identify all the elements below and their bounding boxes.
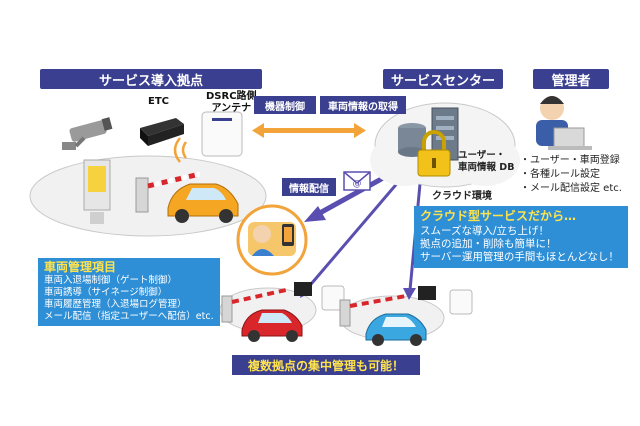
dsrc-antenna-icon-2: [321, 285, 345, 311]
vehicle-mgmt-line: 車両誘導（サイネージ制御）: [44, 287, 168, 298]
cloud-service-title: クラウド型サービスだから…: [420, 209, 577, 223]
cloud-env-label: クラウド環境: [432, 191, 492, 202]
cloud-service-callout: クラウド型サービスだから… スムーズな導入/立ち上げ！ 拠点の追加・削除も簡単に…: [414, 206, 628, 268]
parking-gate-icon-3: [339, 294, 407, 327]
cloud-db-label: ユーザー・ 車両情報 DB: [458, 150, 514, 174]
cloud-db-line1: ユーザー・: [458, 150, 506, 161]
mail-envelope-icon: @: [343, 171, 371, 191]
dsrc-label-line2: アンテナ: [211, 103, 252, 114]
service-site-header-label: サービス導入拠点: [98, 73, 203, 89]
vehicle-mgmt-line: 車両履歴管理（入退場ログ管理）: [44, 299, 187, 310]
vehicle-info-label: 車両情報の取得: [320, 96, 406, 114]
admin-header: 管理者: [533, 69, 609, 89]
red-car-icon: [241, 309, 303, 342]
signal-waves-icon: [173, 137, 188, 163]
blue-car-icon: [365, 313, 427, 346]
admin-header-label: 管理者: [551, 73, 591, 89]
etc-device-icon: [140, 118, 184, 146]
vehicle-mgmt-line: 車両入退場制御（ゲート制御）: [44, 275, 178, 286]
etc-device-icon-2: [294, 282, 312, 296]
dsrc-label-line1: DSRC路側: [206, 91, 257, 102]
security-camera-icon: [62, 117, 113, 150]
info-delivery-label: 情報配信: [282, 178, 336, 196]
vehicle-mgmt-line: メール配信（指定ユーザーへ配信）etc.: [44, 311, 214, 322]
etc-label: ETC: [148, 96, 169, 107]
site3-arrowhead: [403, 288, 416, 300]
service-site-header: サービス導入拠点: [40, 69, 262, 89]
service-center-header: サービスセンター: [383, 69, 503, 89]
parking-gate-icon: [135, 171, 201, 213]
admin-person-icon: [536, 96, 592, 150]
admin-task-item: ・ユーザー・車両登録: [520, 155, 620, 166]
svg-text:@: @: [353, 179, 362, 189]
info-delivery-label-text: 情報配信: [289, 183, 329, 195]
site2-link-arrow: [304, 179, 402, 291]
admin-task-item: ・メール配信設定 etc.: [520, 183, 622, 194]
vehicle-mgmt-title: 車両管理項目: [44, 260, 117, 274]
multi-site-banner-text: 複数拠点の集中管理も可能！: [247, 358, 404, 373]
cloud-service-line: スムーズな導入/立ち上げ！: [420, 225, 550, 237]
cloud-service-line: 拠点の追加・削除も簡単に！: [420, 238, 557, 250]
cloud-service-line: サーバー運用管理の手間もほとんどなし！: [420, 251, 619, 263]
device-control-arrow: [252, 123, 366, 138]
dsrc-antenna-icon-3: [449, 289, 473, 315]
cloud-db-line2: 車両情報 DB: [458, 162, 515, 173]
dsrc-antenna-icon: [201, 111, 243, 157]
driver-phone-bubble: [236, 204, 308, 276]
dsrc-label: DSRC路側 アンテナ: [206, 91, 257, 115]
device-control-label: 機器制御: [254, 96, 316, 114]
admin-task-item: ・各種ルール設定: [520, 169, 600, 180]
parking-gate-icon-2: [221, 288, 287, 323]
vehicle-mgmt-callout: 車両管理項目 車両入退場制御（ゲート制御） 車両誘導（サイネージ制御） 車両履歴…: [38, 258, 220, 326]
padlock-icon: [417, 130, 451, 177]
orange-car-icon: [167, 183, 239, 223]
multi-site-banner: 複数拠点の集中管理も可能！: [232, 355, 420, 375]
digital-signage-icon: [83, 159, 111, 224]
device-control-label-text: 機器制御: [265, 101, 305, 113]
vehicle-info-label-text: 車両情報の取得: [328, 101, 398, 113]
service-center-header-label: サービスセンター: [390, 73, 495, 89]
etc-device-icon-3: [418, 286, 436, 300]
admin-task-list: ・ユーザー・車両登録 ・各種ルール設定 ・メール配信設定 etc.: [520, 154, 622, 196]
